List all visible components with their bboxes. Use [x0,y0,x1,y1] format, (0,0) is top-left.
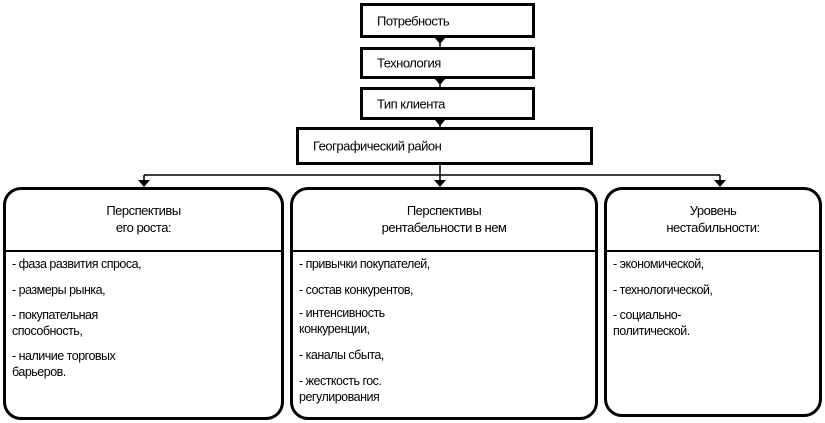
list-item: - покупательная способность, [12,308,98,338]
card-profitability: Перспективы рентабельности в нем - привы… [290,187,598,420]
card-instability: Уровень нестабильности: - экономической,… [604,187,822,417]
list-item: - привычки покупателей, [299,257,430,271]
card-profitability-header: Перспективы рентабельности в нем [293,190,595,252]
card-profitability-title: Перспективы рентабельности в нем [381,203,507,235]
list-item: - состав конкурентов, [299,283,414,297]
box-need-label: Потребность [377,13,450,28]
box-client-type: Тип клиента [360,87,535,120]
list-item: - технологической, [613,283,713,297]
list-item: - социально- политической. [613,308,690,338]
list-item: - наличие торговых барьеров. [12,349,116,379]
list-item: - размеры рынка, [12,283,106,297]
arrow-down-icon [434,180,446,187]
list-item: - экономической, [613,257,704,271]
arrow-down-icon [434,37,446,44]
box-client-type-label: Тип клиента [377,96,445,111]
box-geo-region: Географический район [296,127,593,165]
arrow-down-icon [138,180,150,187]
box-technology: Технология [360,47,535,79]
arrow-down-icon [434,78,446,85]
card-growth-title: Перспективы его роста: [106,203,181,235]
arrow-down-icon [714,180,726,187]
list-item: - фаза развития спроса, [12,257,142,271]
card-instability-title: Уровень нестабильности: [666,203,760,235]
card-growth-header: Перспективы его роста: [6,190,281,252]
box-geo-region-label: Географический район [313,138,442,154]
box-technology-label: Технология [377,55,441,71]
list-item: - интенсивность конкуренции, [299,306,385,336]
arrow-down-icon [434,119,446,126]
box-need: Потребность [360,3,535,38]
list-item: - каналы сбыта, [299,348,384,362]
list-item: - жесткость гос. регулирования [299,374,382,404]
card-growth: Перспективы его роста: - фаза развития с… [3,187,284,420]
card-instability-header: Уровень нестабильности: [607,190,819,252]
